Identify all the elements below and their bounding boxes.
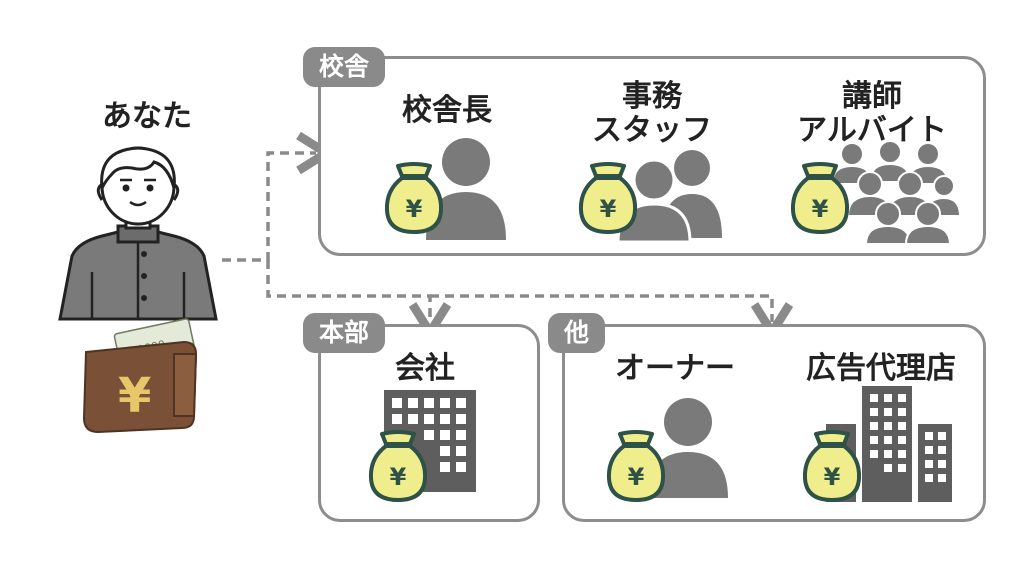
connector-to-other	[430, 294, 772, 322]
yen-symbol: ¥	[812, 195, 829, 223]
connector-to-hq	[266, 260, 430, 322]
yen-symbol: ¥	[600, 195, 617, 223]
student-person-icon	[58, 146, 218, 321]
yen-symbol: ¥	[824, 463, 841, 491]
money-bag-icon: ¥	[606, 430, 666, 503]
wallet-yen-symbol: ¥	[118, 368, 151, 424]
part-time-teacher-label: 講師 アルバイト	[797, 79, 947, 148]
person-icon	[648, 398, 728, 498]
yen-symbol: ¥	[390, 463, 407, 491]
owner-label: オーナー	[615, 351, 735, 386]
ad-agency-label: 広告代理店	[806, 351, 956, 386]
hq-tag: 本部	[303, 313, 386, 353]
crowd-icon	[830, 140, 962, 245]
office-staff-label: 事務 スタッフ	[592, 79, 712, 148]
wallet-icon: 1000 ¥	[82, 318, 198, 434]
other-tag: 他	[548, 313, 606, 353]
person-icon	[426, 138, 506, 240]
school-tag: 校舎	[303, 47, 386, 87]
yen-symbol: ¥	[628, 463, 645, 491]
you-label: あなた	[102, 99, 192, 134]
money-bag-icon: ¥	[790, 162, 850, 235]
money-bag-icon: ¥	[368, 430, 428, 503]
connector-to-school	[222, 153, 316, 262]
yen-symbol: ¥	[406, 195, 423, 223]
school-principal-label: 校舎長	[402, 93, 492, 128]
money-bag-icon: ¥	[384, 162, 444, 235]
money-bag-icon: ¥	[578, 162, 638, 235]
money-bag-icon: ¥	[802, 430, 862, 503]
company-label: 会社	[395, 351, 455, 386]
